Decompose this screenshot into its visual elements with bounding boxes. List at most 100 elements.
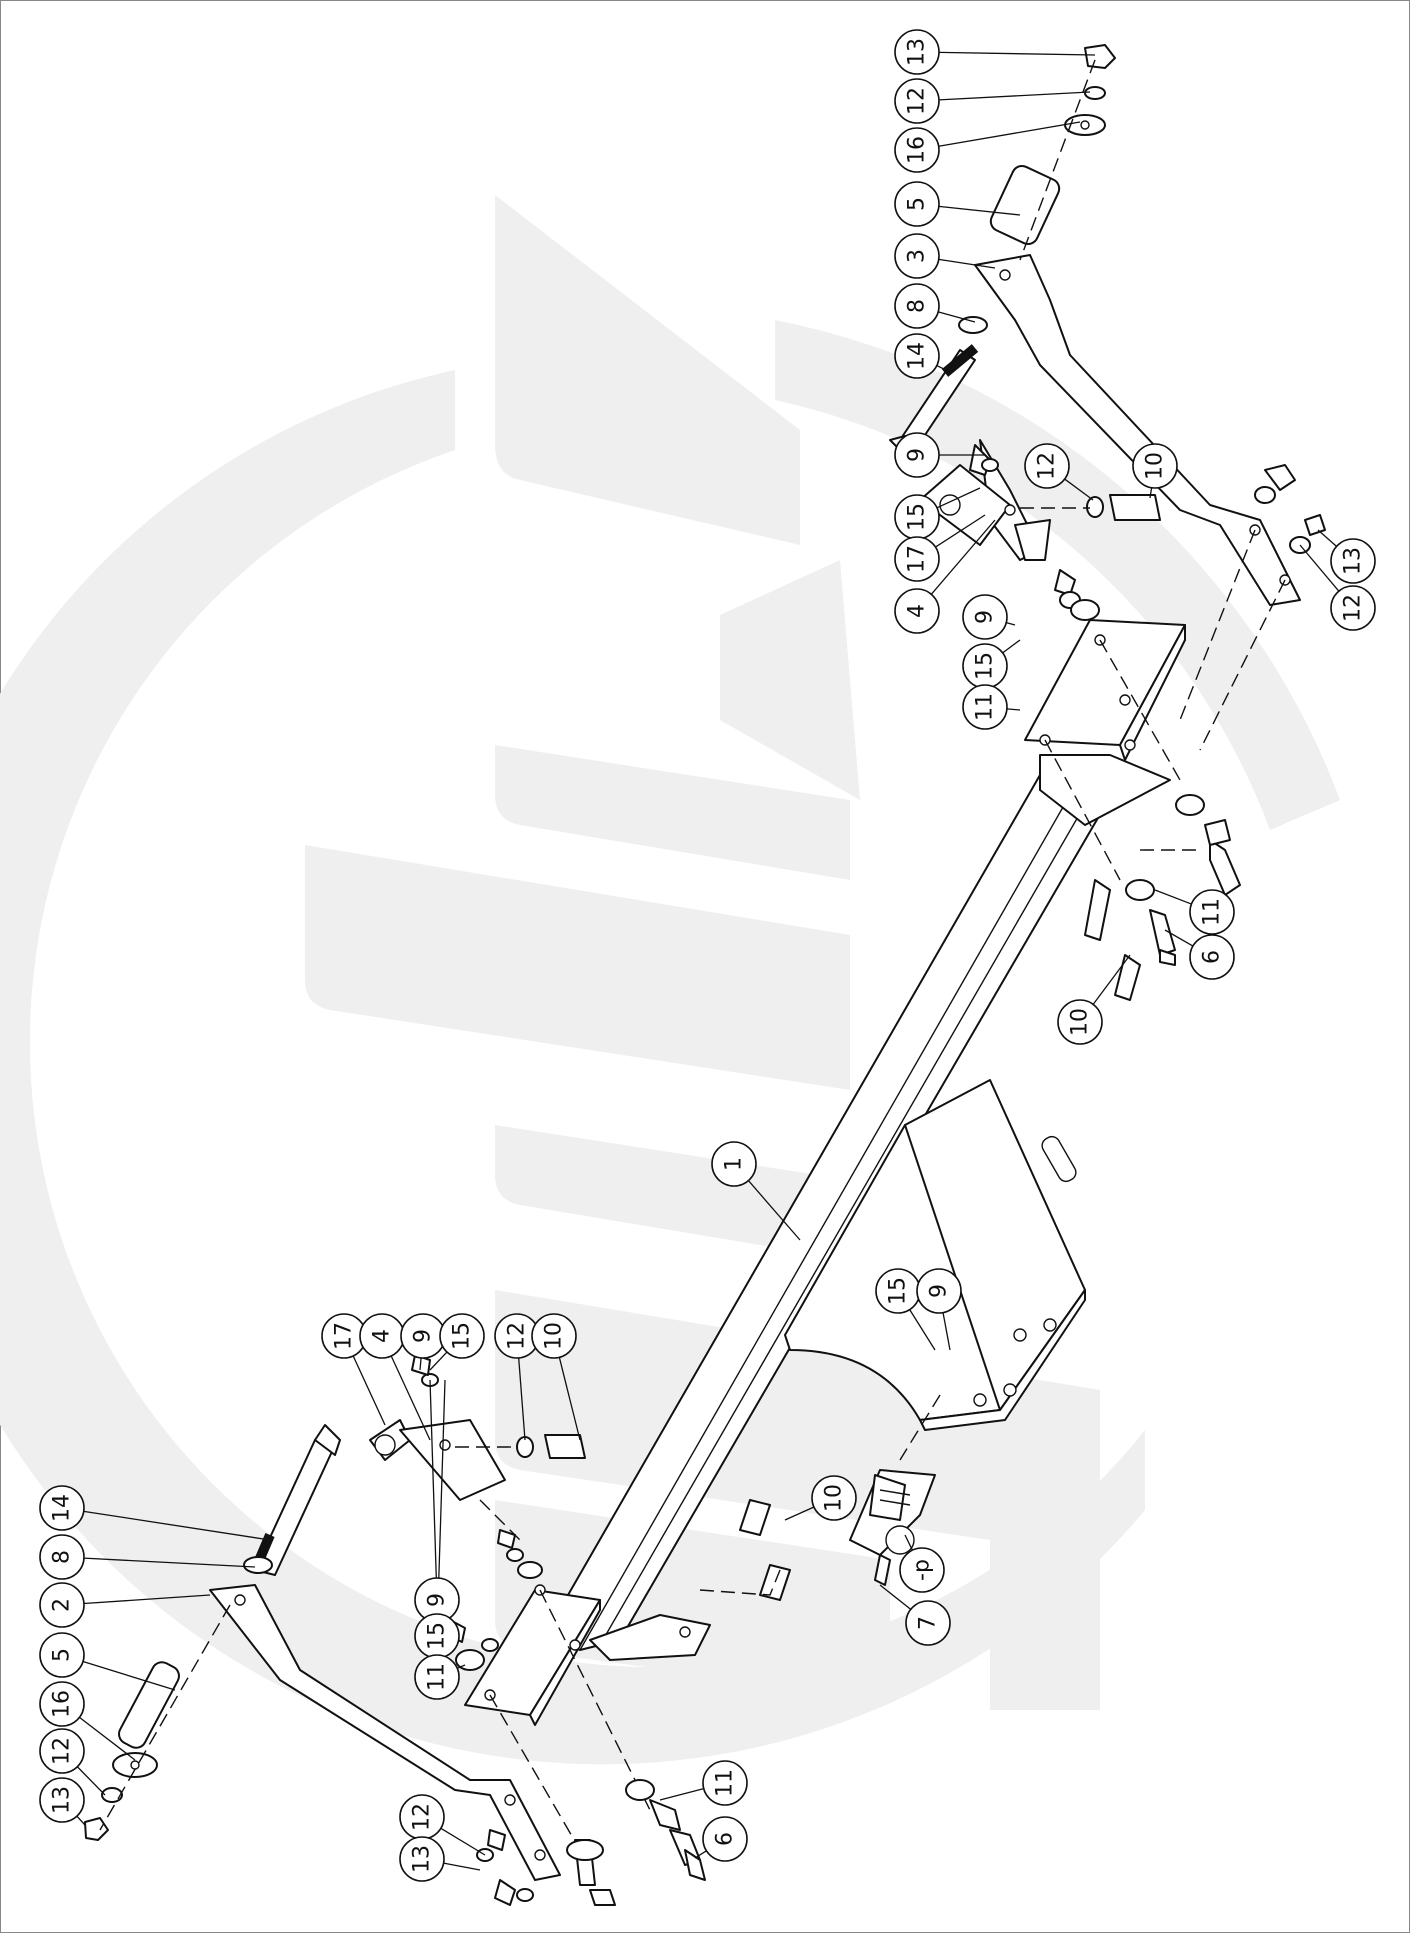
part-callout-bubble: 11 [702,1760,748,1806]
callout-circle [702,1760,748,1806]
callout-circle [894,283,940,329]
callout-number: 15 [886,1277,911,1305]
callout-leader-line [1154,889,1192,905]
part-callout-bubble: 13 [399,1836,445,1882]
callout-leader-line [935,514,986,548]
callout-leader-line [390,1355,431,1441]
callout-circle [531,1313,577,1359]
callout-leader-line [1064,478,1094,501]
part-callout-bubble: 15 [439,1313,485,1359]
callout-leader-line [76,1815,86,1826]
callout-leader-line [76,1766,106,1796]
callout-circle [414,1654,460,1700]
callout-circle [1132,443,1178,489]
callout-number: 15 [973,652,998,680]
callout-leader-line [352,1355,386,1426]
part-callout-bubble: 12 [1330,585,1376,631]
callout-number: 9 [973,610,998,624]
callout-number: 14 [905,342,930,370]
callout-circle [811,1475,857,1521]
callout-circle [894,333,940,379]
callout-number: 12 [505,1322,530,1350]
callout-circle [39,1534,85,1580]
callout-circle [439,1313,485,1359]
callout-circle [894,29,940,75]
callout-leader-line [1164,929,1194,947]
side-arm-left [209,1584,561,1881]
part-callout-bubble: 11 [962,684,1008,730]
part-callout-bubble: 12 [399,1794,445,1840]
callout-number: 6 [1200,950,1225,964]
part-callout-bubble: 12 [39,1728,85,1774]
callout-leader-line [909,1309,936,1351]
callout-number: 4 [905,604,930,618]
callout-number: 11 [425,1663,450,1691]
callout-leader-line [1006,708,1021,711]
callout-circle [39,1777,85,1823]
crossbar-main-beam [544,759,1121,1661]
callout-number: 9 [905,448,930,462]
callout-number: 12 [1035,452,1060,480]
callout-number: 13 [410,1845,435,1873]
callout-circle [899,1547,945,1593]
part-callout-bubble: 8 [894,283,940,329]
callout-leader-line [879,1584,912,1610]
callout-circle [962,594,1008,640]
callout-leader-line [938,258,996,269]
callout-circle [1057,999,1103,1045]
hardware-bottom [566,1499,791,1906]
mount-plate-right [1024,619,1186,881]
callout-leader-line [938,205,1021,216]
callout-number: 15 [450,1322,475,1350]
hardware-right [889,44,1326,621]
part-callout-bubble: 16 [39,1681,85,1727]
part-callout-bubble: 4 [359,1313,405,1359]
callout-leader-line [419,1357,422,1371]
callout-leader-line [1299,544,1340,592]
callout-circle [916,1268,962,1314]
callout-leader-line [938,311,976,323]
callout-leader-line [1149,487,1153,499]
part-callout-bubble: 3 [894,233,940,279]
callout-number: 5 [50,1648,75,1662]
part-callout-bubble: 7 [905,1600,951,1646]
callout-leader-line [659,1787,704,1801]
callout-circle [39,1582,85,1628]
part-callout-bubble: 13 [894,29,940,75]
part-callout-bubble: 2 [39,1582,85,1628]
callout-number: 15 [425,1622,450,1650]
callout-number: 1 [722,1157,747,1171]
callout-circle [894,233,940,279]
callout-leader-line [1002,639,1021,654]
callout-number: 5 [905,197,930,211]
callout-leader-line [938,51,1096,56]
callout-circle [1330,585,1376,631]
part-callout-bubble: 13 [1330,538,1376,584]
callout-leaders [76,51,1340,1871]
part-callout-bubble: 15 [962,643,1008,689]
callout-number: 10 [822,1484,847,1512]
callout-number: -p [910,1559,935,1581]
callout-number: 13 [1341,547,1366,575]
callout-leader-line [1317,529,1337,547]
callout-circle [1330,538,1376,584]
part-callout-bubble: 9 [894,432,940,478]
part-callout-bubble: 10 [531,1313,577,1359]
callout-leader-line [942,1312,951,1351]
callout-leader-line [82,1660,176,1691]
part-callout-bubble: 15 [414,1613,460,1659]
callout-circle [399,1836,445,1882]
mount-plate-left [464,1584,651,1851]
socket-bracket [849,1469,936,1586]
callout-circle [1189,889,1235,935]
part-callout-bubble: 4 [894,588,940,634]
part-callout-bubble: 5 [894,181,940,227]
callout-leader-line [429,1351,448,1371]
callout-number: 9 [927,1284,952,1298]
callout-leader-line [429,1379,437,1579]
callout-leader-line [747,1180,801,1241]
callout-circle [894,432,940,478]
part-callout-bubble: 10 [1132,443,1178,489]
part-callout-bubble: 9 [916,1268,962,1314]
